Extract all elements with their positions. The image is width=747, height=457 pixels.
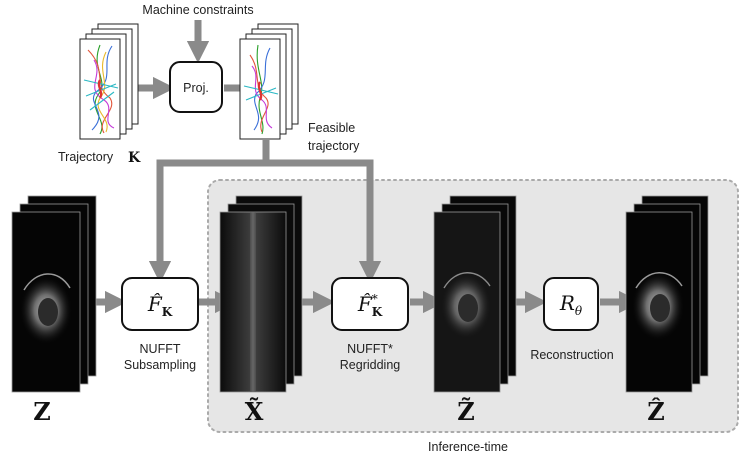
nufft-star-label: NUFFT* <box>347 342 393 356</box>
forward-nufft-box <box>121 277 199 331</box>
inference-time-label: Inference-time <box>428 440 508 454</box>
adjoint-nufft-operator: F̂*K <box>357 292 383 319</box>
z-label: Z <box>33 397 51 426</box>
trajectory-curves <box>83 44 119 135</box>
z-tilde-image-stack <box>433 195 517 393</box>
feasible-curves <box>243 44 279 135</box>
machine-constraints-label: Machine constraints <box>142 3 253 17</box>
z-hat-image-stack <box>625 195 709 393</box>
trajectory-symbol: K <box>128 150 141 166</box>
proj-label: Proj. <box>183 81 209 95</box>
trajectory-label: Trajectory <box>58 150 114 164</box>
arrow-feasible-branch-right <box>266 159 382 284</box>
x-tilde-image-stack <box>219 195 303 393</box>
x-tilde-label: X̃ <box>245 397 264 426</box>
z-hat-label: Ẑ <box>647 397 665 426</box>
arrow-feasible-branch <box>148 140 270 284</box>
feasible-label-line2: trajectory <box>308 139 360 153</box>
trajectory-stack <box>79 23 139 140</box>
z-image-stack <box>11 195 97 393</box>
feasible-trajectory-stack <box>239 23 299 140</box>
regridding-label: Regridding <box>340 358 401 372</box>
nufft-label: NUFFT <box>140 342 181 356</box>
proj-box <box>169 61 223 113</box>
forward-nufft-operator: F̂K <box>147 292 173 319</box>
reconstruction-box <box>543 277 599 331</box>
subsampling-label: Subsampling <box>124 358 196 372</box>
adjoint-nufft-box <box>331 277 409 331</box>
feasible-label-line1: Feasible <box>308 121 355 135</box>
reconstruction-operator: Rθ <box>559 291 583 318</box>
reconstruction-label: Reconstruction <box>530 348 613 362</box>
z-tilde-label: Z̃ <box>457 397 475 426</box>
